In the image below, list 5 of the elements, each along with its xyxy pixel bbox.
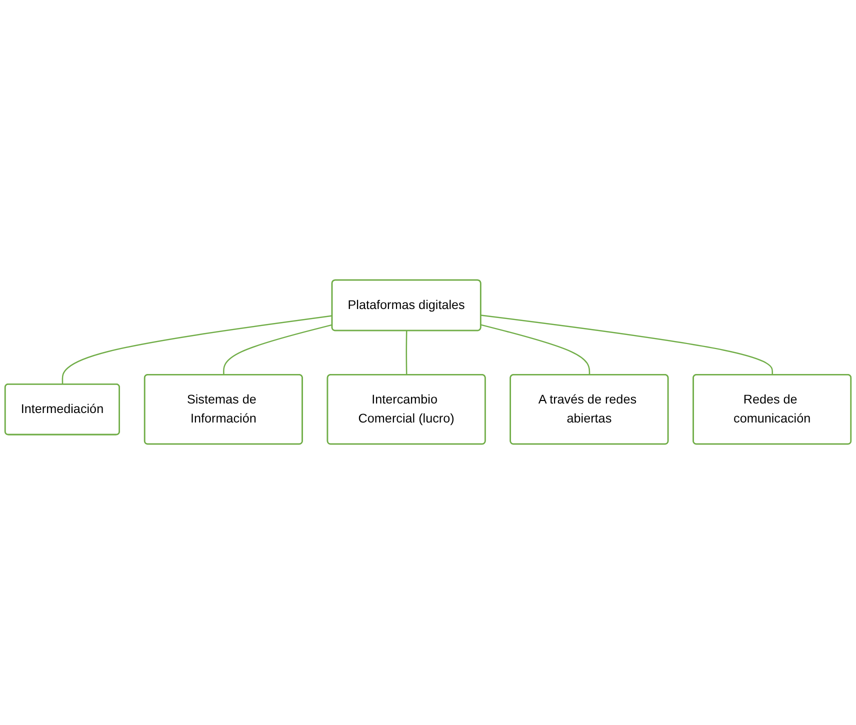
connector	[480, 324, 590, 376]
connector	[480, 315, 774, 376]
connector	[223, 324, 332, 376]
connector	[62, 316, 332, 385]
connector	[406, 331, 408, 376]
